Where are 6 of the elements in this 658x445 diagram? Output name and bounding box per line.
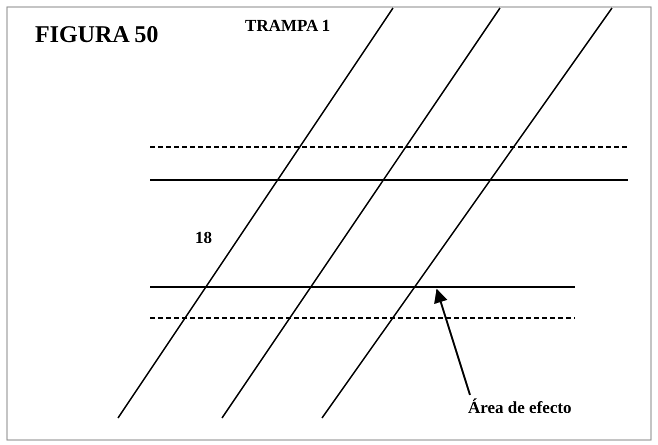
figure-title: FIGURA 50: [35, 22, 158, 49]
trap-label: TRAMPA 1: [245, 16, 330, 36]
leader-arrow: [434, 288, 471, 396]
effect-line: [150, 286, 575, 288]
callout-text: Área de efecto: [468, 398, 572, 418]
number-label: 18: [195, 228, 212, 248]
